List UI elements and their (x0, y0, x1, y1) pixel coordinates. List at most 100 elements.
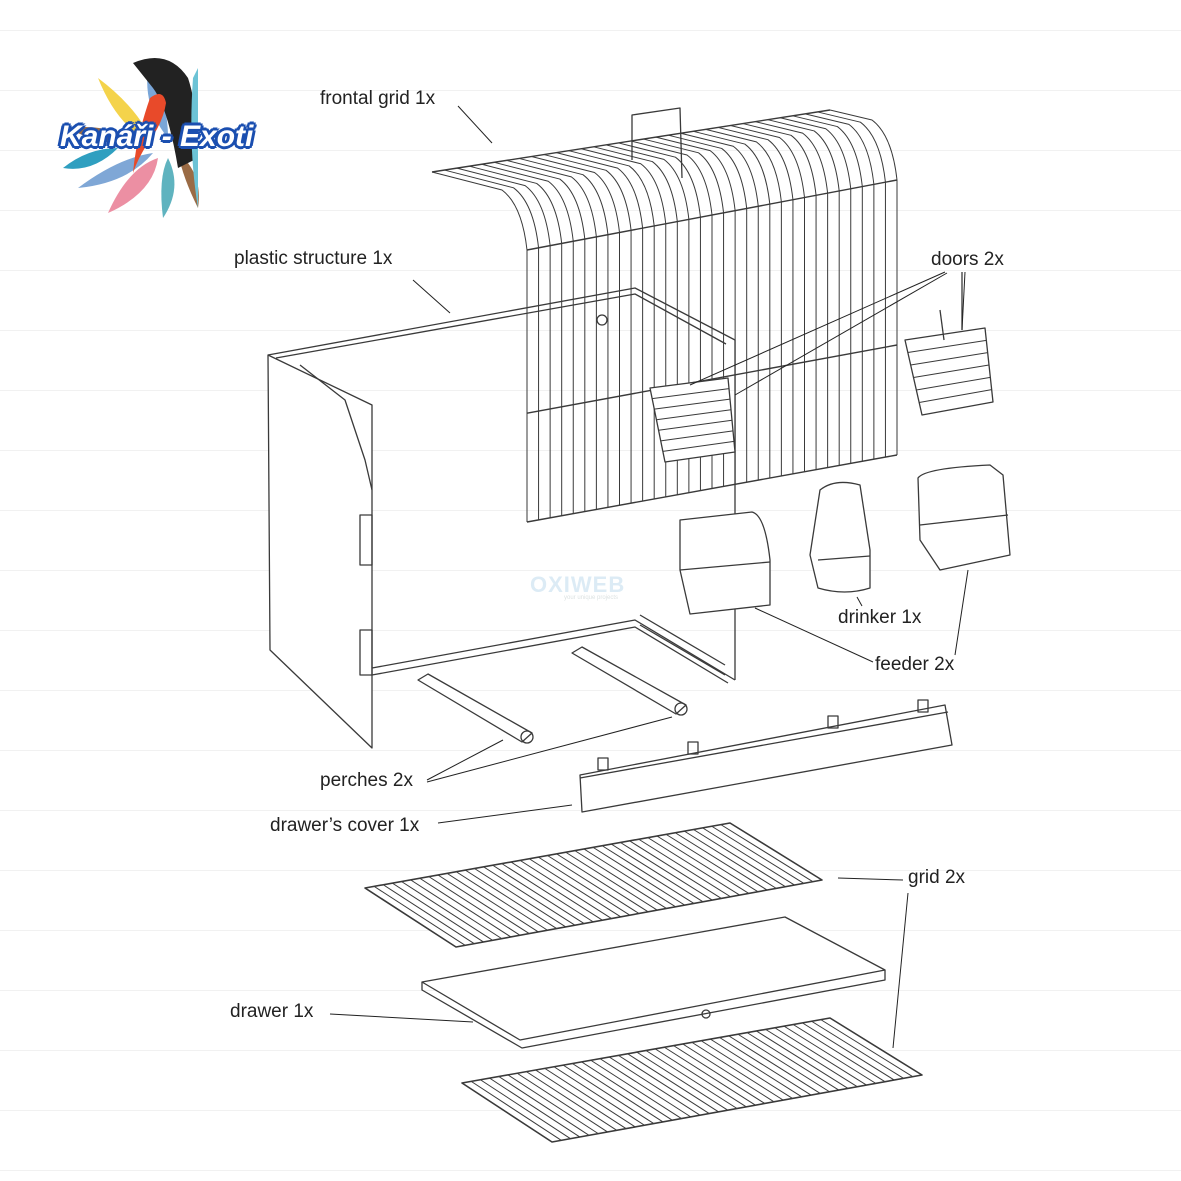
wire (627, 1053, 719, 1113)
wire (664, 1046, 756, 1106)
label-perches: perches 2x (320, 770, 413, 791)
wire (528, 858, 621, 918)
wire (720, 824, 814, 883)
wire (919, 389, 992, 403)
perches-part (417, 646, 688, 744)
grid-part-upper (364, 822, 823, 948)
wire (444, 169, 540, 248)
wire (910, 352, 988, 366)
wire (654, 1048, 747, 1108)
wire (526, 1071, 618, 1131)
logo-text: Kanáři - Exoti (60, 120, 254, 153)
wire (629, 840, 722, 899)
wire (599, 1058, 692, 1118)
background-rule (0, 210, 1181, 211)
wire (730, 125, 805, 198)
label-doors: doors 2x (931, 249, 1004, 270)
drawer-part (421, 916, 886, 1049)
background-rule (0, 750, 1181, 751)
wire (611, 843, 704, 903)
wire (673, 1045, 766, 1104)
wire (481, 163, 574, 242)
wire (643, 138, 725, 213)
wire (544, 1067, 636, 1128)
wire (700, 1040, 793, 1099)
wire (519, 859, 612, 919)
label-grid: grid 2x (908, 867, 966, 888)
wire (719, 1037, 812, 1096)
wire (638, 838, 731, 898)
wire (792, 115, 863, 187)
background-rule (0, 1170, 1181, 1171)
wire (618, 142, 701, 218)
feather-bird-icon (63, 58, 199, 218)
label-feeder: feeder 2x (875, 654, 955, 675)
wire (483, 866, 576, 926)
wire (680, 132, 759, 207)
wire (780, 117, 852, 189)
wire (489, 1077, 581, 1138)
wire (583, 848, 676, 908)
label-drinker: drinker 1x (838, 607, 922, 628)
wire (746, 1032, 840, 1091)
wire (829, 109, 898, 181)
wire (705, 128, 782, 202)
wire (660, 430, 734, 442)
wire (593, 146, 678, 222)
wire (507, 1074, 599, 1135)
wire (608, 1056, 701, 1116)
handle (631, 107, 683, 179)
wire (428, 876, 521, 936)
wire (645, 1050, 738, 1109)
wire (728, 1035, 821, 1094)
wire (510, 861, 603, 921)
label-frontal-grid: frontal grid 1x (320, 88, 436, 109)
drinker-part (809, 481, 871, 593)
wire (774, 1027, 867, 1086)
wire (480, 1079, 571, 1140)
wire (516, 1072, 608, 1133)
wire (652, 388, 730, 400)
wire (456, 167, 551, 246)
plastic-structure-part (267, 287, 736, 749)
wire (492, 864, 585, 924)
wire (767, 119, 840, 191)
wire (630, 140, 713, 216)
wire (756, 1030, 849, 1089)
wire (382, 884, 475, 945)
label-drawer: drawer 1x (230, 1001, 314, 1022)
wire (684, 830, 777, 889)
wire (755, 121, 829, 194)
wire (802, 1022, 895, 1081)
wire (655, 136, 736, 211)
background-rule (0, 390, 1181, 391)
wire (693, 829, 786, 888)
wire (494, 161, 586, 240)
background-rule (0, 150, 1181, 151)
wire (636, 1051, 729, 1111)
wire (658, 419, 733, 431)
wire (501, 863, 594, 923)
wire (568, 150, 655, 226)
kanari-exoti-logo: Kanáři - Exoti (58, 48, 253, 223)
wire (518, 157, 609, 235)
wire (662, 440, 735, 452)
wire (805, 113, 875, 185)
wire (556, 853, 649, 913)
wire (702, 827, 795, 886)
wire (606, 144, 690, 220)
wire (474, 868, 567, 928)
wire (526, 454, 898, 523)
wire (682, 1043, 775, 1103)
wire (592, 846, 686, 906)
wire (717, 126, 794, 200)
background-rule (0, 30, 1181, 31)
oxiweb-watermark: OXIWEB your unique projects (530, 572, 625, 601)
wire (618, 1054, 710, 1114)
wire (470, 1080, 562, 1141)
wire (656, 835, 750, 894)
background-rule (0, 330, 1181, 331)
wire (907, 339, 987, 353)
